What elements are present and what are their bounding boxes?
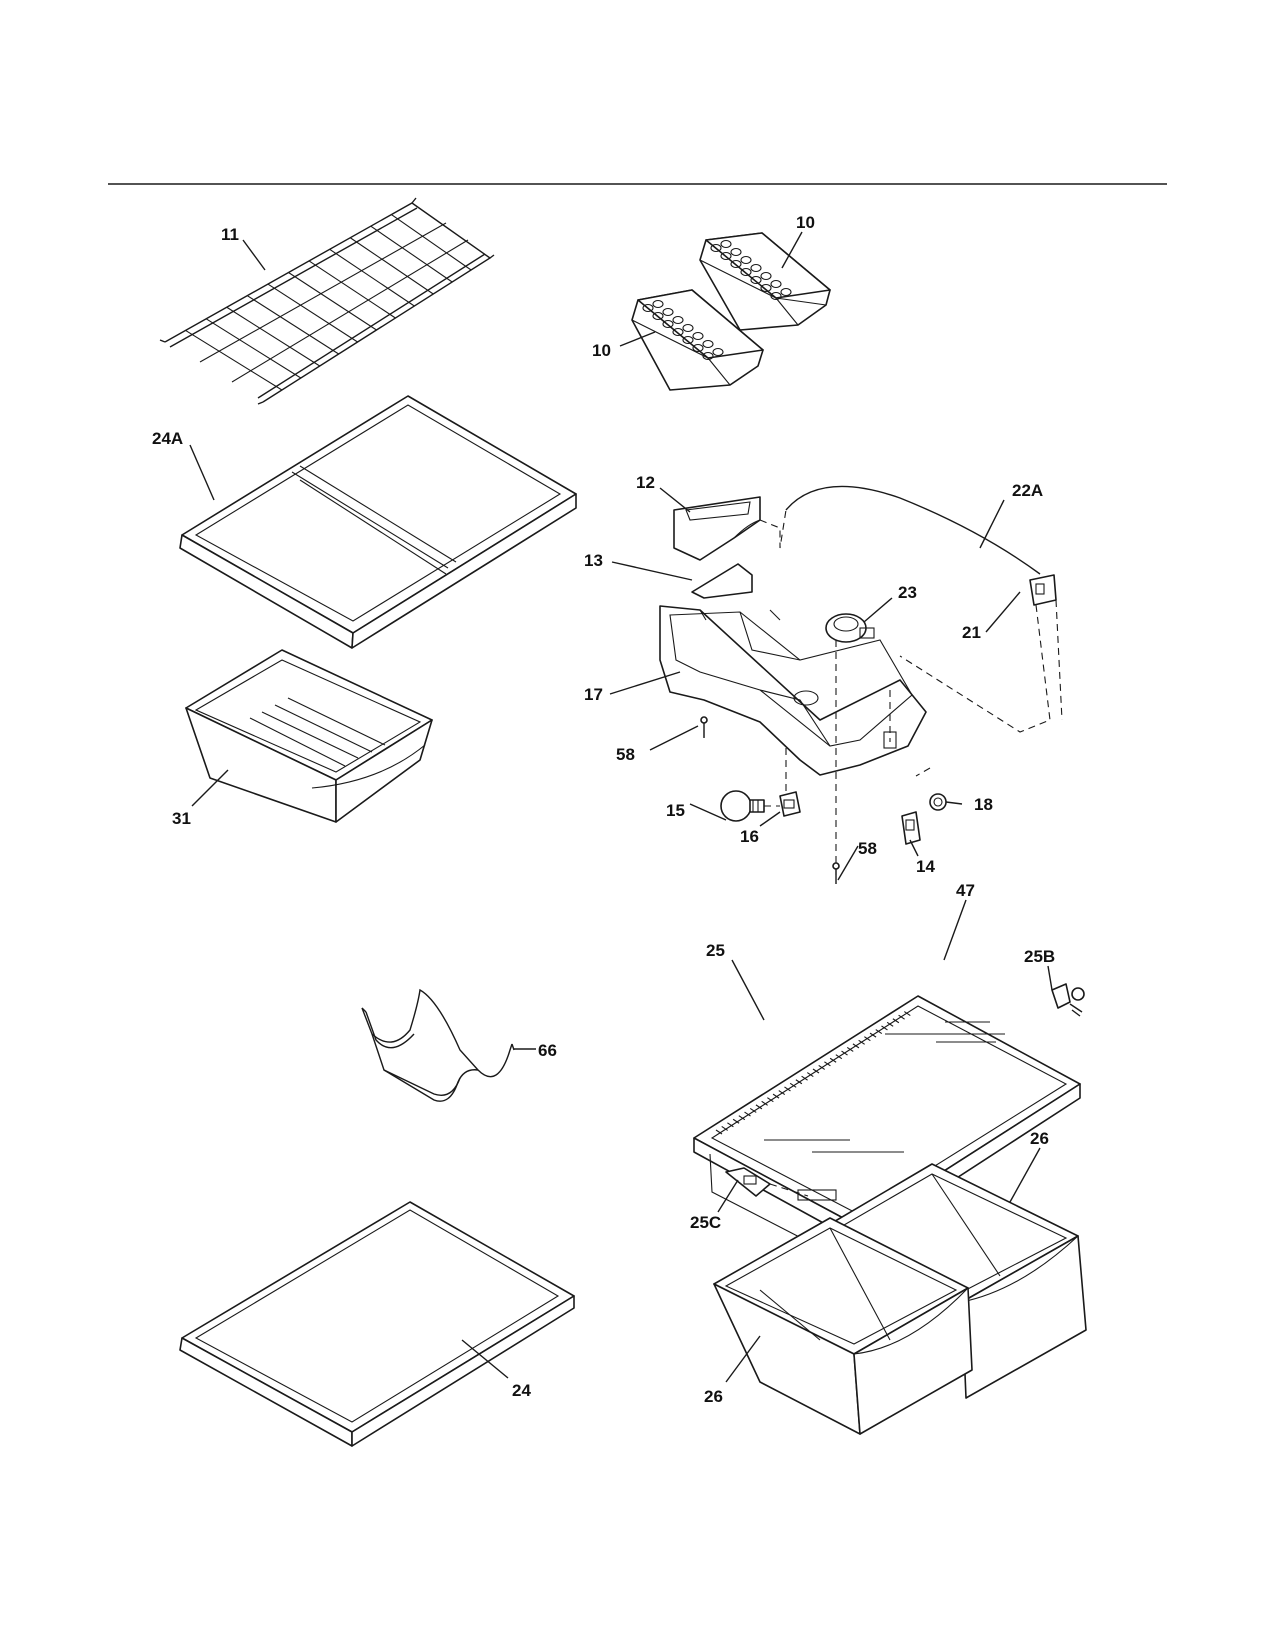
housing-17 — [659, 605, 927, 776]
callout-58-left: 58 — [616, 745, 635, 764]
callout-47: 47 — [956, 881, 975, 900]
callout-26-lower: 26 — [704, 1387, 723, 1406]
leader-lines — [189, 231, 1053, 1383]
chute-12 — [673, 496, 761, 561]
callout-25C: 25C — [690, 1213, 721, 1232]
callout-16: 16 — [740, 827, 759, 846]
callout-58-right: 58 — [858, 839, 877, 858]
bottle-rack-66 — [361, 988, 515, 1102]
callout-15: 15 — [666, 801, 685, 820]
glass-shelf-24 — [179, 1201, 575, 1447]
callout-14: 14 — [916, 857, 935, 876]
callout-12: 12 — [636, 473, 655, 492]
callout-21: 21 — [962, 623, 981, 642]
screw-58-left — [700, 716, 708, 738]
callout-25: 25 — [706, 941, 725, 960]
callout-24A: 24A — [152, 429, 183, 448]
glass-insert-47 — [764, 1021, 1005, 1153]
callout-24: 24 — [512, 1381, 531, 1400]
callout-13: 13 — [584, 551, 603, 570]
bracket-25C — [725, 1167, 809, 1197]
callout-22A: 22A — [1012, 481, 1043, 500]
callout-11: 11 — [221, 225, 239, 244]
callout-23: 23 — [898, 583, 917, 602]
clip-25B — [1051, 983, 1085, 1017]
callout-25B: 25B — [1024, 947, 1055, 966]
callout-10-upper: 10 — [796, 213, 815, 232]
callout-18: 18 — [974, 795, 993, 814]
connector-21 — [1029, 574, 1057, 606]
glass-shelf-24A — [179, 395, 577, 649]
lamp-socket-16 — [779, 791, 801, 817]
wire-shelf-11 — [159, 197, 495, 405]
flap-13 — [691, 563, 753, 599]
drawer-31 — [185, 649, 433, 823]
grommet-18 — [929, 793, 947, 811]
callout-31: 31 — [172, 809, 191, 828]
screw-58-right — [832, 862, 840, 884]
callout-26-upper: 26 — [1030, 1129, 1049, 1148]
callout-17: 17 — [584, 685, 603, 704]
ice-tray-10-upper — [699, 232, 831, 331]
crisper-drawer-26-front — [713, 1217, 973, 1435]
light-bulb-15 — [720, 790, 780, 822]
ice-maker-assembly — [659, 485, 1063, 884]
wire-harness-22A — [785, 485, 1041, 575]
switch-14 — [901, 811, 921, 845]
ice-tray-10-lower — [631, 289, 764, 391]
callouts: 11 10 10 24A 12 22A 13 23 21 17 58 18 15… — [152, 213, 1055, 1406]
callout-10-lower: 10 — [592, 341, 611, 360]
callout-66: 66 — [538, 1041, 557, 1060]
thermostat-23 — [825, 613, 875, 643]
